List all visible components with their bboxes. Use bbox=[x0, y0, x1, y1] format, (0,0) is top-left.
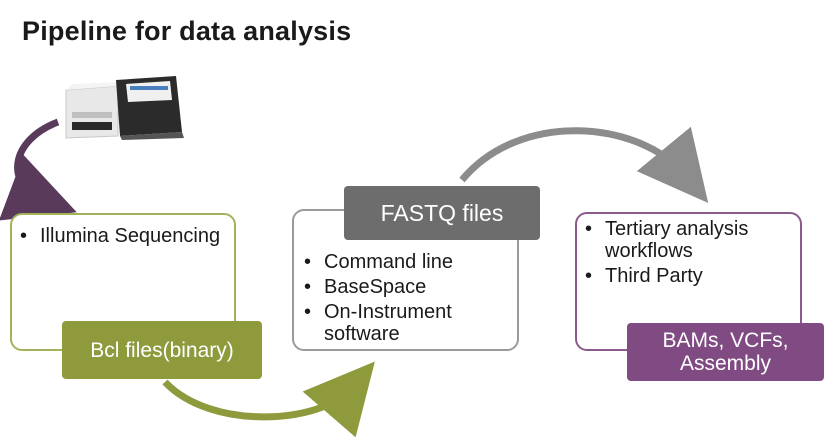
bcl-files-tag: Bcl files(binary) bbox=[62, 321, 262, 379]
list-item: On-Instrument software bbox=[300, 301, 517, 345]
arrow-stage2-to-stage3 bbox=[459, 126, 709, 204]
arrow-stage1-to-stage2 bbox=[162, 361, 375, 438]
list-item: Command line bbox=[300, 251, 517, 273]
list-item: Third Party bbox=[581, 265, 800, 287]
page-title: Pipeline for data analysis bbox=[22, 16, 352, 46]
list-item: Tertiary analysis workflows bbox=[581, 218, 800, 262]
sequencer-device-icon bbox=[65, 76, 184, 140]
arrow-sequencer-to-stage1 bbox=[0, 118, 77, 221]
bams-vcfs-tag: BAMs, VCFs, Assembly bbox=[627, 323, 824, 381]
list-item: BaseSpace bbox=[300, 276, 517, 298]
fastq-files-tag: FASTQ files bbox=[344, 186, 540, 240]
list-item: Illumina Sequencing bbox=[16, 225, 220, 247]
